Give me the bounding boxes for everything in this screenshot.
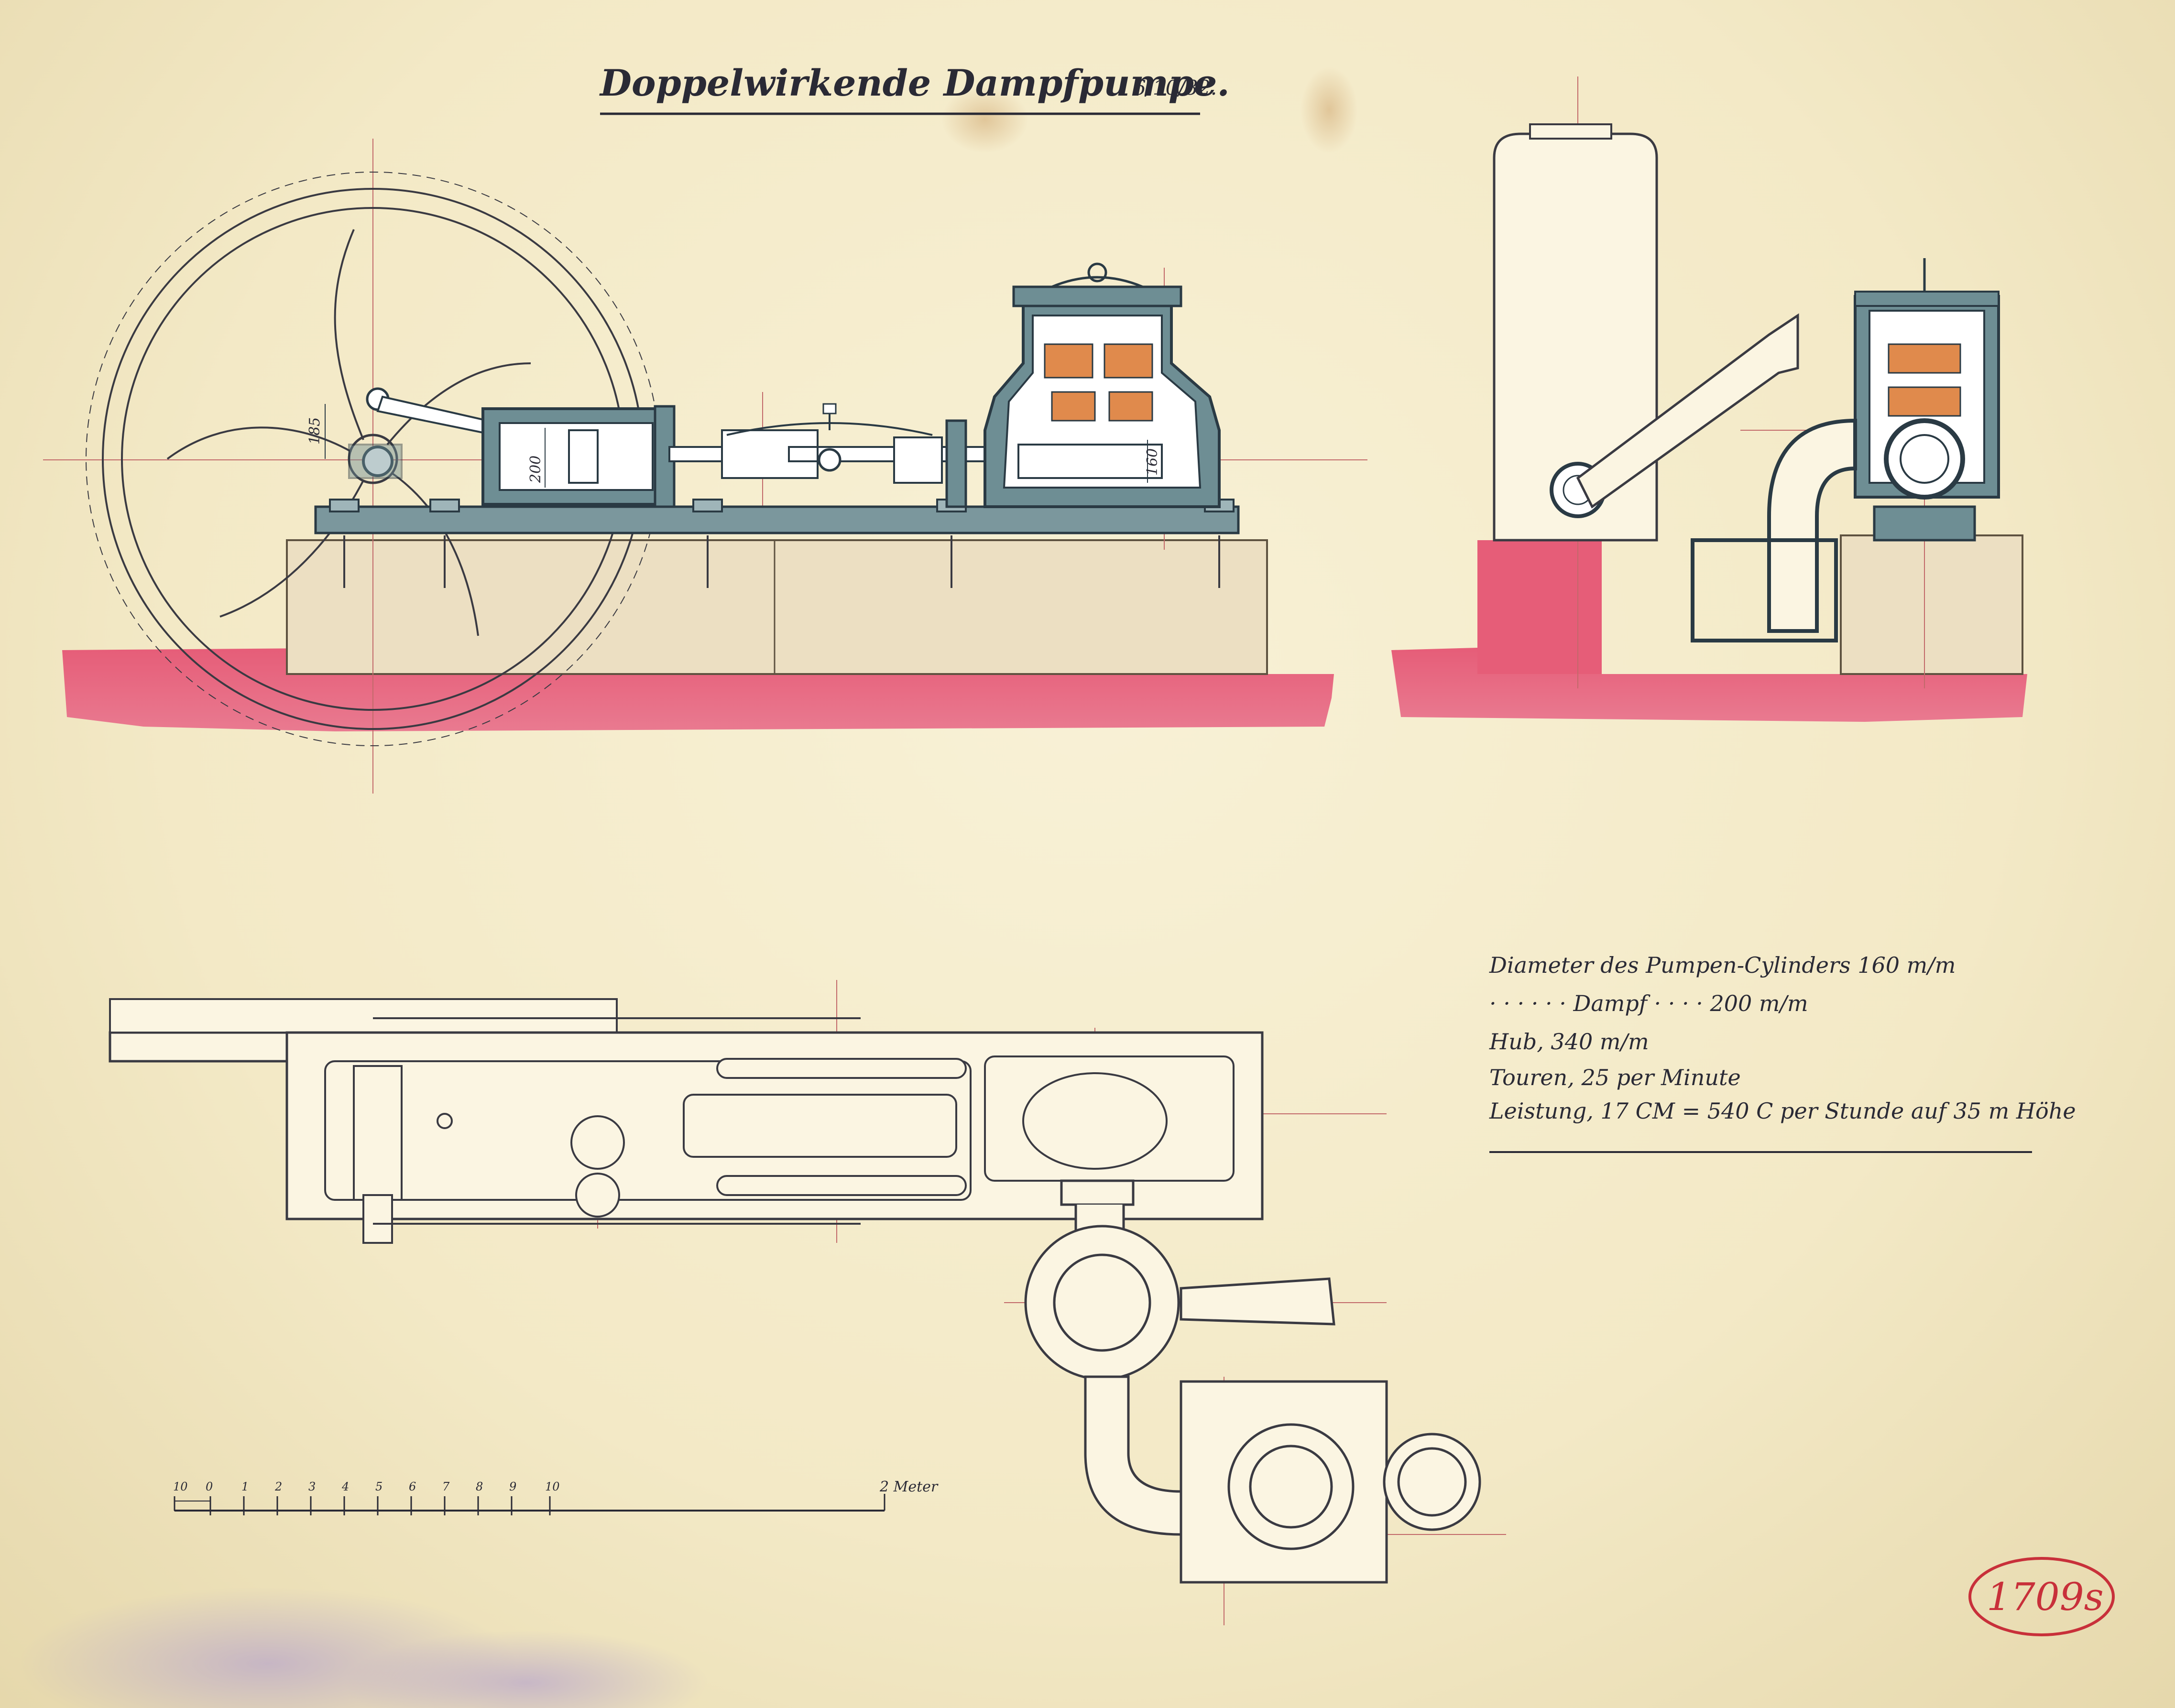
dim-200-label: 200 [527, 456, 544, 483]
scale-tick-7: 6 [409, 1480, 416, 1493]
spec-line-3: Hub, 340 m/m [1489, 1029, 1649, 1055]
spec-line-1: Diameter des Pumpen-Cylinders 160 m/m [1489, 952, 1956, 978]
drawing-title: Doppelwirkende Dampfpumpe. [599, 62, 1230, 104]
spec-line-4: Touren, 25 per Minute [1489, 1065, 1741, 1090]
title-block: Doppelwirkende Dampfpumpe. 6/10/82. [599, 62, 1230, 115]
steam-cylinder: 200 [481, 405, 676, 508]
scale-tick-9: 8 [476, 1480, 483, 1493]
scale-tick-11: 10 [545, 1480, 560, 1493]
scale-tick-1: 0 [206, 1480, 213, 1493]
end-elevation [1391, 76, 2027, 722]
pump-body-side: 160 [984, 262, 1221, 508]
pump-pipework-plan [1024, 1179, 1481, 1584]
stamp-number: 1709s [1987, 1575, 2104, 1619]
scale-tick-5: 4 [341, 1480, 349, 1493]
side-elevation: 185 200 [43, 139, 1367, 794]
paper-stains [19, 67, 1358, 1708]
delivery-pipe [1576, 313, 1799, 509]
specifications: Diameter des Pumpen-Cylinders 160 m/m · … [1489, 952, 2076, 1153]
archive-stamp: 1709s [1968, 1557, 2115, 1636]
air-vessel [1493, 123, 1658, 542]
spec-line-2: · · · · · · Dampf · · · · 200 m/m [1489, 990, 1808, 1016]
foundation-ground-right [1391, 648, 2027, 722]
scale-tick-10: 9 [509, 1480, 516, 1493]
pump-body-end [1854, 258, 2000, 542]
suction-pipe [1767, 418, 1857, 633]
piston-rod [668, 403, 1005, 508]
scale-tick-8: 7 [442, 1480, 450, 1493]
stone-foundation-left [286, 539, 1268, 675]
scale-tick-0: 10 [173, 1480, 188, 1493]
dim-185-label: 185 [306, 417, 323, 445]
dim-160-label: 160 [1144, 448, 1161, 476]
scale-tick-2: 1 [241, 1480, 249, 1493]
stone-foundation-right [1840, 534, 2023, 675]
bedplate [314, 505, 1240, 534]
flywheel [86, 172, 660, 746]
scale-unit-label: 2 Meter [879, 1479, 939, 1495]
suction-pit [1691, 538, 1838, 642]
scale-bar: 10 0 1 2 3 4 5 6 7 8 9 10 2 Meter [173, 1479, 939, 1515]
scale-tick-3: 2 [274, 1480, 282, 1493]
scale-tick-6: 5 [375, 1480, 383, 1493]
plan-view [109, 980, 1506, 1625]
drawing-date: 6/10/82. [1133, 76, 1217, 99]
spec-line-5: Leistung, 17 CM = 540 C per Stunde auf 3… [1489, 1098, 2076, 1124]
red-plinth [1477, 540, 1602, 674]
scale-tick-4: 3 [308, 1480, 316, 1493]
